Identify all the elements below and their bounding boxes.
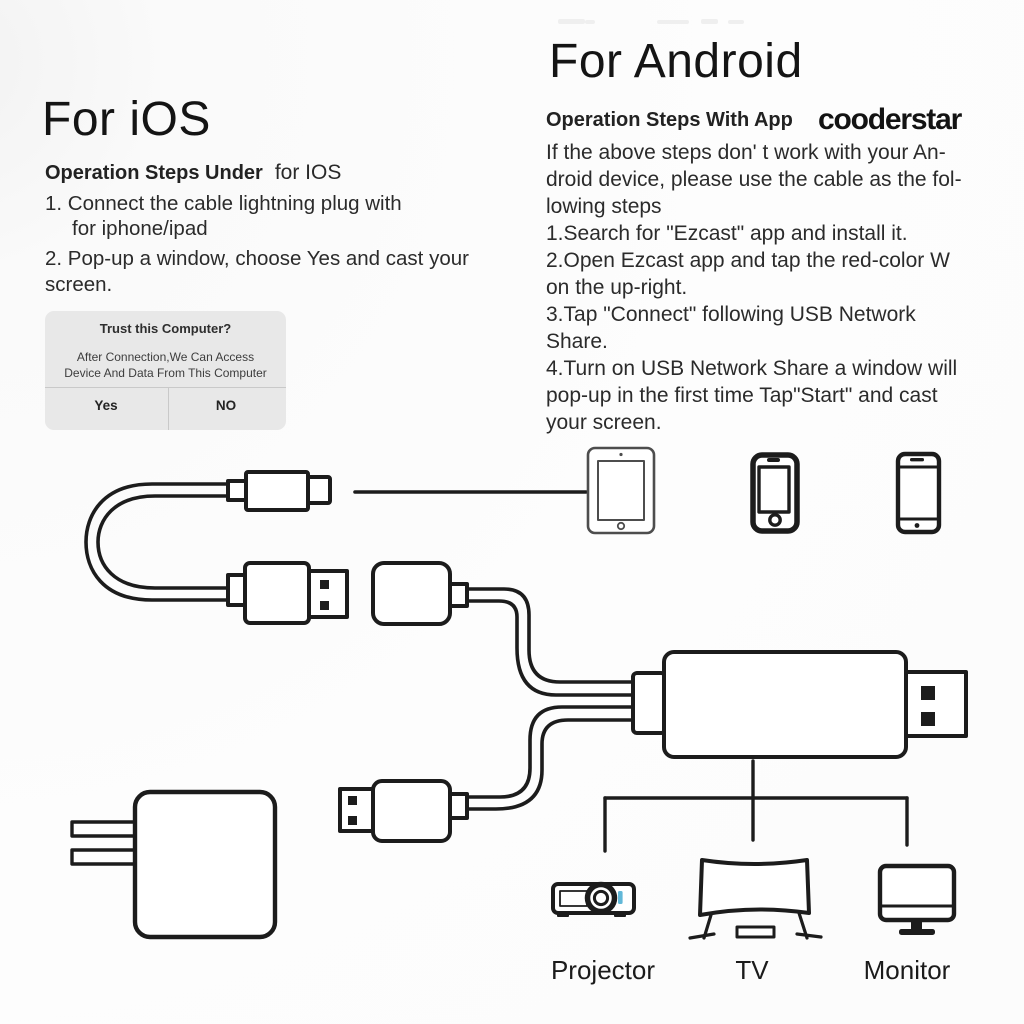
- smartphone-android-icon: [895, 451, 942, 535]
- no-button: NO: [215, 398, 237, 413]
- android-subtitle: Operation Steps With App: [546, 109, 793, 131]
- hdmi-converter-body-icon: [631, 650, 908, 759]
- dialog-message: After Connection,We Can Access Device An…: [64, 350, 267, 380]
- ios-subtitle-bold: Operation Steps Under: [45, 162, 263, 184]
- android-title: For Android: [549, 35, 803, 88]
- ios-step-2: 2. Pop-up a window, choose Yes and cast …: [45, 247, 469, 296]
- output-bracket-lines: [603, 759, 909, 853]
- dialog-button-divider: [168, 388, 169, 430]
- tv-label: TV: [735, 955, 769, 985]
- dialog-title: Trust this Computer?: [99, 321, 232, 336]
- lightning-connector-icon: [226, 470, 332, 512]
- trust-computer-dialog: Trust this Computer? After Connection,We…: [45, 311, 286, 430]
- monitor-label: Monitor: [863, 955, 951, 985]
- ios-subtitle: Operation Steps Under for IOS: [45, 161, 341, 185]
- cable-loop: [84, 482, 232, 602]
- dialog-divider: [45, 387, 286, 388]
- usb-a-plug-icon: [338, 779, 469, 843]
- tv-icon: [688, 858, 823, 940]
- artifact-smudge: [701, 19, 718, 24]
- ios-title: For iOS: [42, 93, 211, 146]
- usb-a-connector-icon: [904, 670, 968, 738]
- projector-label: Projector: [550, 955, 656, 985]
- split-cable-lower: [465, 705, 636, 811]
- artifact-smudge: [585, 20, 595, 24]
- tablet-icon: [586, 446, 656, 535]
- ios-step-1-line-1: 1. Connect the cable lightning plug with: [45, 192, 402, 215]
- usb-a-plug-icon: [226, 561, 349, 625]
- artifact-smudge: [657, 20, 689, 24]
- artifact-smudge: [558, 19, 585, 24]
- smartphone-home-button-icon: [750, 452, 800, 534]
- ios-subtitle-regular: for IOS: [274, 161, 342, 184]
- yes-button: Yes: [94, 398, 118, 413]
- projector-icon: [551, 881, 636, 917]
- monitor-icon: [877, 863, 957, 935]
- split-cable-upper: [465, 587, 636, 697]
- usb-female-adapter-icon: [371, 561, 469, 626]
- wall-charger-icon: [70, 789, 278, 940]
- brand-watermark: cooderstar: [818, 103, 962, 136]
- artifact-smudge: [728, 20, 744, 24]
- android-instructions: If the above steps don' t work with your…: [546, 141, 962, 434]
- ios-step-1-line-2: for iphone/ipad: [72, 217, 208, 240]
